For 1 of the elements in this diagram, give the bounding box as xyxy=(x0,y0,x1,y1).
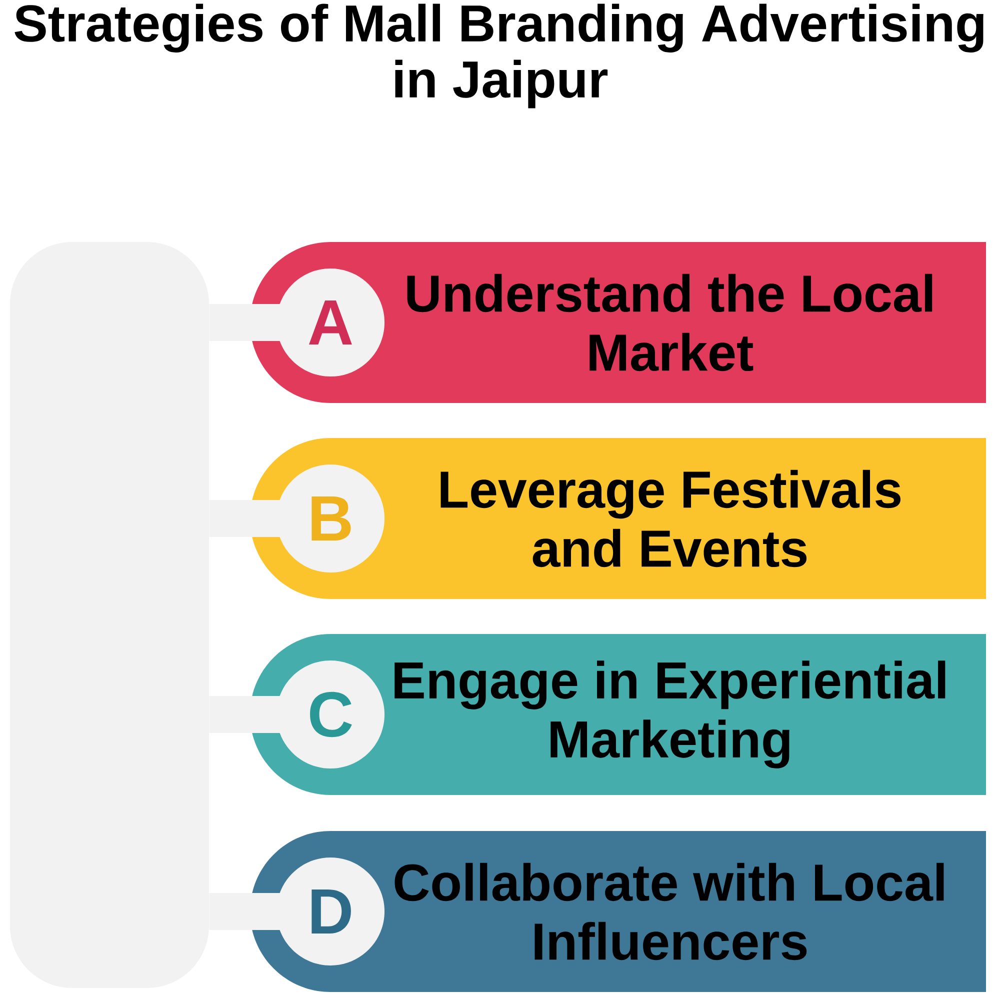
title: Strategies of Mall Branding Advertising in Jaipur xyxy=(14,4,984,108)
